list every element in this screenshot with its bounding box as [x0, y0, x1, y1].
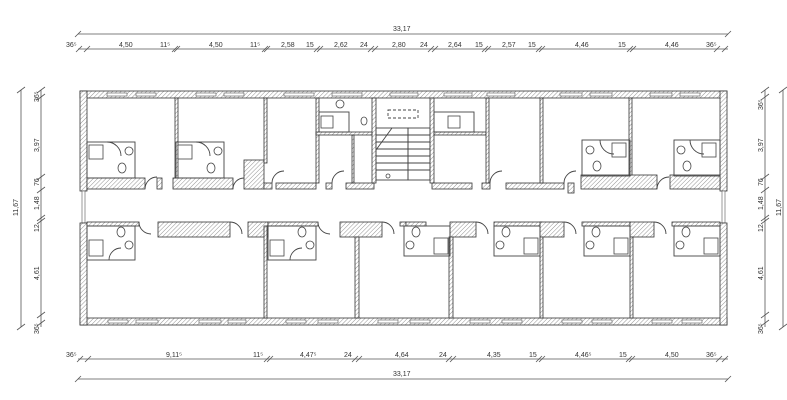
dim-label: 9,11⁵ [166, 352, 182, 359]
left-dimension-chain: 36⁵ 3,97 76 1,48 12 4,61 36⁵ [34, 86, 46, 334]
dim-label: 15 [306, 42, 314, 49]
dim-label: 24 [439, 352, 447, 359]
dim-label: 4,64 [395, 352, 409, 359]
exterior-walls [79, 90, 728, 326]
dim-label: 1,48 [758, 196, 765, 210]
dim-label: 3,97 [34, 138, 41, 152]
dim-label: 2,62 [334, 42, 348, 49]
bottom-dimension-chain: 36⁵ 9,11⁵ 11⁵ 4,47⁵ 24 4,64 24 4,35 15 4… [66, 352, 729, 363]
dim-label: 11⁵ [160, 42, 170, 49]
bathroom-south-5 [583, 225, 631, 257]
dim-label: 3,97 [758, 138, 765, 152]
dim-label: 4,46⁵ [575, 352, 592, 359]
south-partitions [263, 225, 634, 319]
dim-label: 4,61 [758, 266, 765, 280]
dim-label: 12 [758, 224, 765, 232]
dim-label: 4,47⁵ [300, 352, 317, 359]
bathroom-south-4 [493, 225, 541, 257]
bathroom-north-2 [175, 141, 225, 179]
bathroom-north-5 [581, 139, 631, 177]
dim-label: 36⁵ [706, 42, 717, 49]
corridor-north-wall [86, 159, 721, 194]
left-overall-label: 11,67 [13, 199, 20, 216]
dim-label: 24 [420, 42, 428, 49]
corridor-south-wall [86, 221, 721, 238]
dim-label: 24 [344, 352, 352, 359]
bathroom-south-3 [403, 225, 451, 257]
dim-label: 4,50 [209, 42, 223, 49]
dim-label: 4,46 [665, 42, 679, 49]
dim-label: 12 [34, 224, 41, 232]
dim-label: 4,61 [34, 266, 41, 280]
dim-label: 36⁵ [706, 352, 717, 359]
dim-label: 15 [529, 352, 537, 359]
right-overall-dimension: 11,67 [776, 86, 787, 331]
dim-label: 4,35 [487, 352, 501, 359]
dim-label: 2,80 [392, 42, 406, 49]
dim-label: 36⁵ [758, 99, 765, 110]
north-partitions [174, 97, 633, 184]
bathroom-south-1 [86, 225, 136, 261]
dim-label: 15 [528, 42, 536, 49]
bathroom-south-6 [673, 225, 721, 257]
dim-label: 15 [619, 352, 627, 359]
dim-label: 76 [34, 178, 41, 186]
dim-label: 11⁵ [253, 352, 263, 359]
top-dimension-chain: 36⁵ 4,50 11⁵ 4,50 11⁵ 2,58 15 2,62 24 2,… [66, 42, 729, 53]
dim-label: 2,57 [502, 42, 516, 49]
dim-label: 2,64 [448, 42, 462, 49]
bathroom-north-6 [673, 139, 721, 177]
top-overall-dimension: 33,17 [74, 26, 732, 38]
dim-label: 1,48 [34, 196, 41, 210]
dim-label: 36⁵ [34, 323, 41, 334]
dim-label: 36⁵ [66, 42, 77, 49]
right-dimension-chain: 36⁵ 3,97 76 1,48 12 4,61 36⁵ [758, 86, 770, 334]
building-plan [79, 90, 728, 326]
staircase [375, 109, 431, 181]
dim-label: 76 [758, 178, 765, 186]
dim-label: 36⁵ [34, 91, 41, 102]
bathroom-north-3 [318, 99, 368, 133]
dim-label: 4,50 [665, 352, 679, 359]
left-overall-dimension: 11,67 [13, 86, 26, 331]
dim-label: 4,50 [119, 42, 133, 49]
bathroom-north-1 [86, 141, 136, 179]
dim-label: 4,46 [575, 42, 589, 49]
bottom-overall-label: 33,17 [393, 371, 411, 378]
dim-label: 24 [360, 42, 368, 49]
bottom-overall-dimension: 33,17 [74, 371, 732, 383]
dim-label: 15 [618, 42, 626, 49]
dim-label: 15 [475, 42, 483, 49]
dim-label: 11⁵ [250, 42, 260, 49]
bathroom-south-2 [267, 225, 317, 261]
right-overall-label: 11,67 [776, 199, 783, 216]
dim-label: 36⁵ [758, 323, 765, 334]
dim-label: 36⁵ [66, 352, 77, 359]
doors [138, 170, 670, 235]
bathroom-north-4 [433, 111, 475, 133]
top-overall-label: 33,17 [393, 26, 411, 33]
dim-label: 2,58 [281, 42, 295, 49]
